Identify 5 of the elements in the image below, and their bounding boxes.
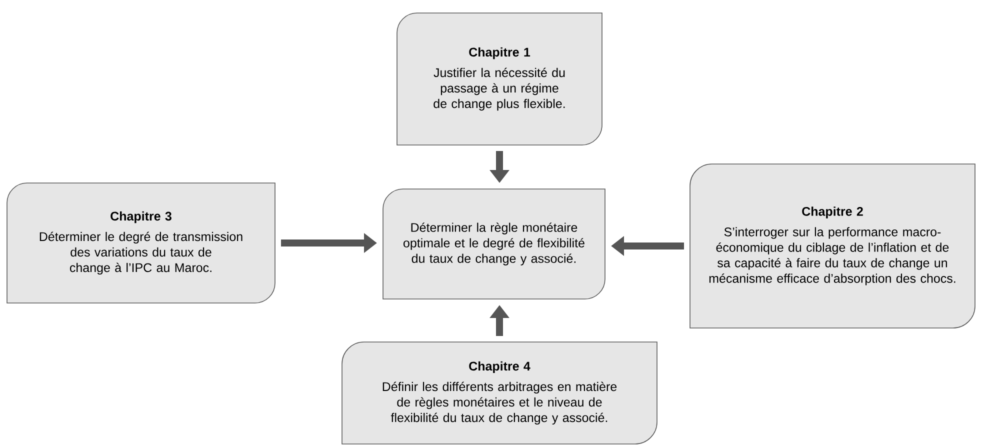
chapter-box: Déterminer la règle monétaire optimale et le degré de flexibilité du taux de change y associé.	[382, 188, 606, 300]
chapter-box: Chapitre 3 Déterminer le degré de transmission des variations du taux de change à l’IPC au Maroc.	[6, 182, 276, 304]
chapter-box: Chapitre 2 S’interroger sur la performance macro-économique du ciblage de l’inflation et de sa capacité à faire du taux de change un mécanisme efficace d’absorption des chocs.	[690, 164, 976, 328]
chapter-box: Chapitre 4 Définir les différents arbitrages en matière de règles monétaires et le niveau de flexibilité du taux de change y associé.	[342, 342, 658, 444]
chapter-box: Chapitre 1 Justifier la nécessité du passage à un régime de change plus flexible.	[396, 12, 602, 146]
